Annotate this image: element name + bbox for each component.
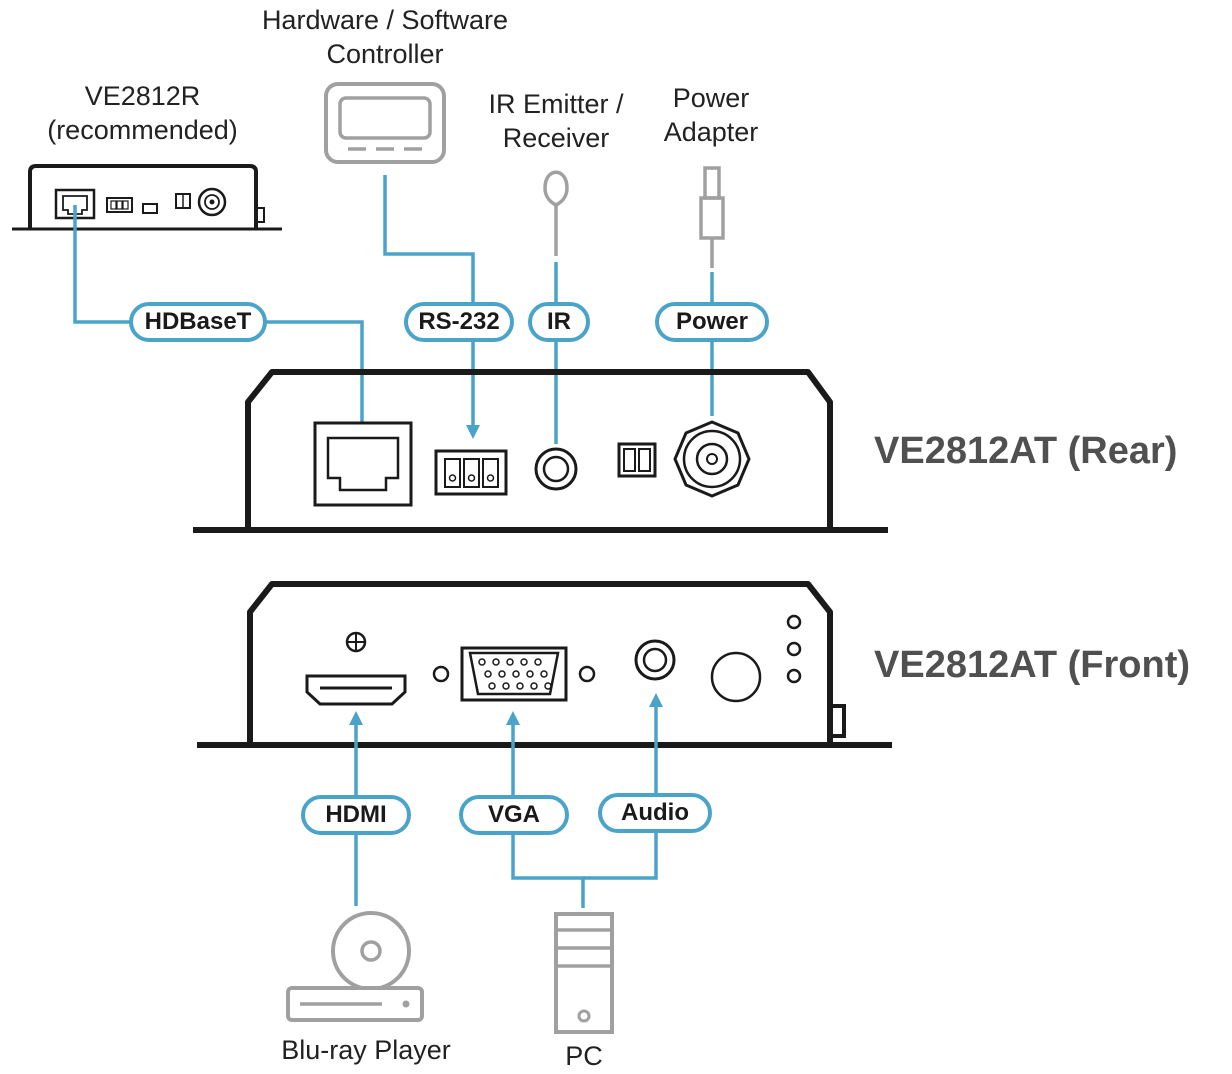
controller-icon xyxy=(324,82,446,164)
vga-connection-label: VGA xyxy=(459,795,569,835)
power-label-line2: Adapter xyxy=(663,116,759,147)
power-connection-label: Power xyxy=(655,302,769,342)
receiver-name: VE2812R xyxy=(84,81,201,111)
controller-caption: Hardware / Software Controller xyxy=(238,4,532,72)
pc-caption: PC xyxy=(565,1041,603,1071)
hdmi-connection-label: HDMI xyxy=(301,795,411,835)
hdbaset-connection-label: HDBaseT xyxy=(129,302,267,342)
audio-connection-label: Audio xyxy=(598,793,712,833)
receiver-device-icon xyxy=(12,164,282,231)
ir-label-line2: Receiver xyxy=(502,122,610,153)
front-unit-title: VE2812AT (Front) xyxy=(874,644,1191,686)
bluray-caption: Blu-ray Player xyxy=(281,1035,451,1065)
ir-caption: IR Emitter / Receiver xyxy=(466,88,646,156)
bluray-player-icon xyxy=(286,911,424,1022)
power-adapter-icon xyxy=(699,166,725,268)
ir-connection-label: IR xyxy=(528,302,590,342)
front-unit-icon xyxy=(197,581,892,748)
pc-tower-icon xyxy=(554,912,614,1034)
rear-unit-title: VE2812AT (Rear) xyxy=(874,430,1178,472)
power-caption: Power Adapter xyxy=(636,82,786,150)
controller-label-line2: Controller xyxy=(326,38,444,69)
receiver-note: (recommended) xyxy=(47,114,238,145)
controller-label-line1: Hardware / Software xyxy=(261,5,509,35)
ir-emitter-icon xyxy=(543,170,569,256)
ir-label-line1: IR Emitter / xyxy=(488,89,624,119)
rs232-connection-label: RS-232 xyxy=(404,302,514,342)
rear-unit-icon xyxy=(193,369,888,533)
receiver-caption: VE2812R (recommended) xyxy=(20,80,265,148)
power-label-line1: Power xyxy=(672,83,750,113)
